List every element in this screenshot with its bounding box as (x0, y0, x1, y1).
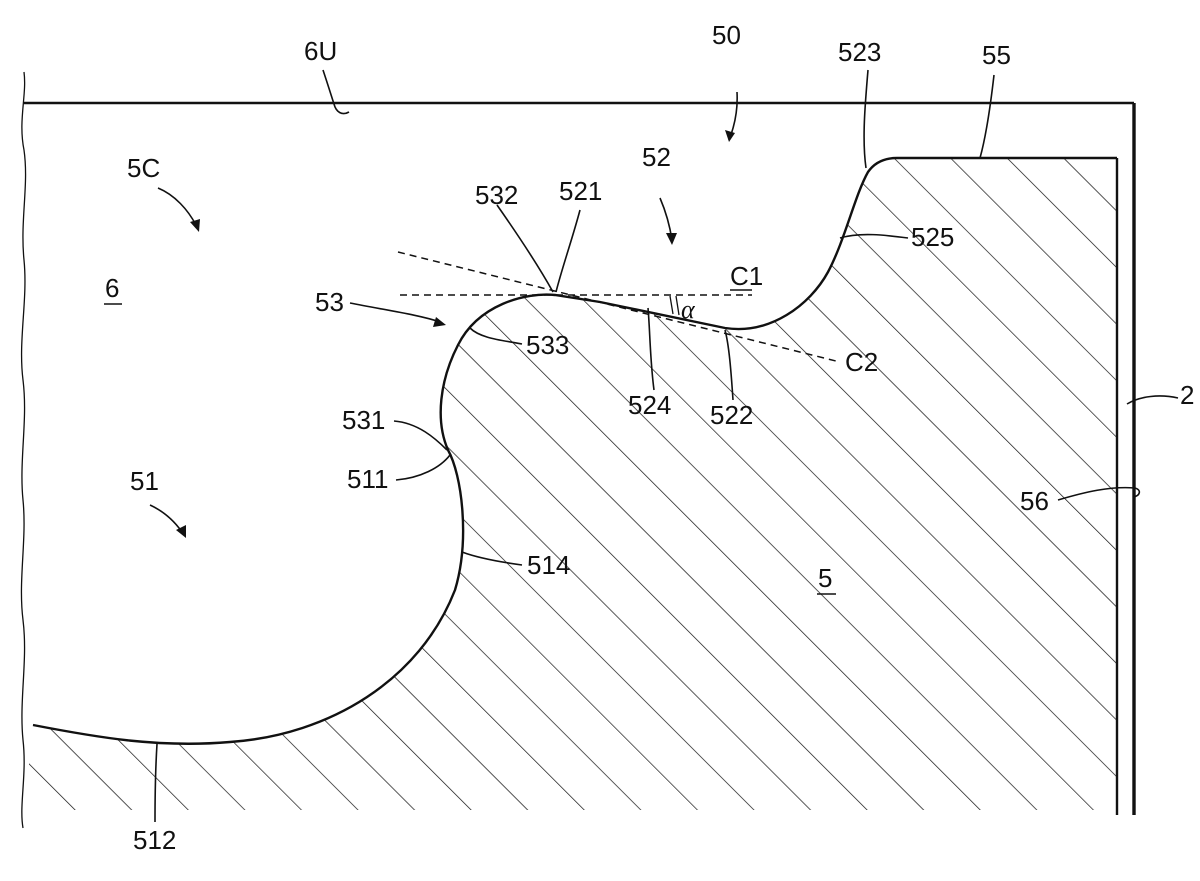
label-6U: 6U (304, 36, 337, 66)
leader-523 (863, 69, 869, 169)
leader-512 (154, 743, 158, 823)
arrowhead-5C (190, 219, 200, 232)
leader-531 (393, 420, 448, 451)
label-523: 523 (838, 37, 881, 67)
leader-522 (724, 329, 734, 401)
alpha-mark-1 (669, 295, 674, 315)
leader-56 (1057, 486, 1141, 501)
leader-2 (1126, 395, 1179, 405)
label-55: 55 (982, 40, 1011, 70)
leader-525 (839, 233, 909, 239)
left-break-line (20, 71, 27, 829)
body-5-hatched-region (22, 158, 1117, 810)
label-521: 521 (559, 176, 602, 206)
label-C1: C1 (730, 261, 763, 291)
label-56: 56 (1020, 486, 1049, 516)
arrowhead-50 (725, 130, 735, 142)
arrowhead-52 (666, 233, 677, 245)
label-2: 2 (1180, 380, 1194, 410)
arrowhead-53 (433, 317, 446, 327)
leader-6U (322, 69, 350, 115)
leader-5C (157, 187, 197, 226)
label-512: 512 (133, 825, 176, 855)
label-C2: C2 (845, 347, 878, 377)
leader-51 (149, 504, 183, 533)
label-511: 511 (347, 464, 388, 494)
profile-contour (32, 156, 1117, 745)
label-514: 514 (527, 550, 570, 580)
alpha-mark-2 (675, 295, 680, 316)
label-52: 52 (642, 142, 671, 172)
arrowhead-51 (176, 525, 186, 538)
label-532: 532 (475, 180, 518, 210)
leader-511 (395, 454, 451, 481)
label-51: 51 (130, 466, 159, 496)
leader-53 (349, 302, 441, 323)
reference-line-C2 (397, 251, 841, 363)
label-5C: 5C (127, 153, 160, 183)
leader-533 (469, 327, 523, 345)
leader-55 (979, 74, 995, 159)
label-524: 524 (628, 390, 671, 420)
label-531: 531 (342, 405, 385, 435)
label-522: 522 (710, 400, 753, 430)
label-525: 525 (911, 222, 954, 252)
label-50: 50 (712, 20, 741, 50)
label-5: 5 (818, 563, 832, 593)
leader-514 (461, 551, 523, 566)
label-6: 6 (105, 273, 119, 303)
label-533: 533 (526, 330, 569, 360)
leader-532 (496, 204, 554, 293)
label-alpha: α (681, 295, 696, 324)
label-53: 53 (315, 287, 344, 317)
leader-521 (555, 209, 581, 293)
leader-524 (647, 307, 655, 391)
